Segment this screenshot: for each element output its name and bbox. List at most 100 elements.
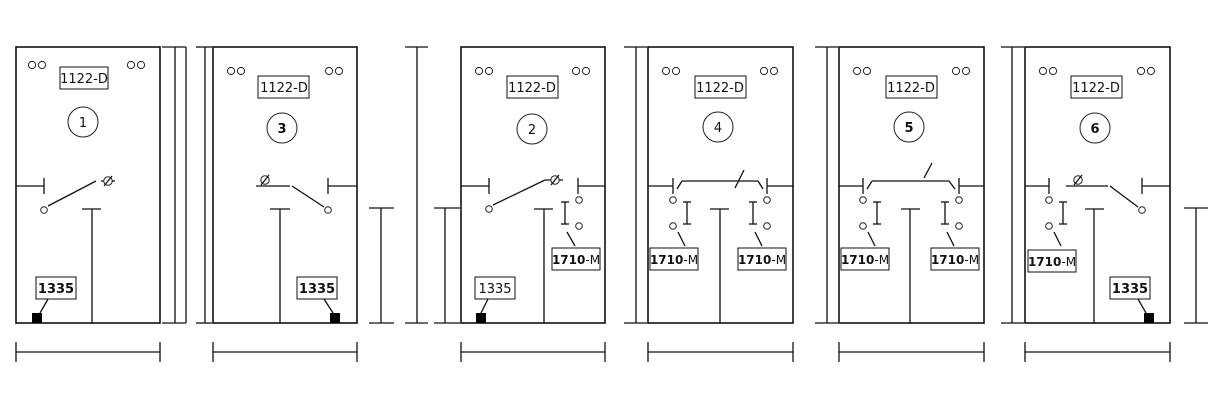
cubicle-number-circle <box>67 106 99 138</box>
busbar-switch <box>839 162 984 323</box>
terminal-label: 1335 <box>478 282 511 297</box>
relay-box <box>694 75 747 99</box>
motor-box-left <box>649 247 699 271</box>
indicator-lamps-right <box>951 66 971 76</box>
earth-terminal <box>330 313 340 323</box>
motor-label: 1710-M <box>1028 255 1076 269</box>
terminal-box <box>1109 276 1151 300</box>
leader-line <box>323 298 334 314</box>
cubicle-number-circle <box>1079 112 1111 144</box>
circuit-breaker <box>256 174 357 323</box>
indicator-lamps-left <box>1038 66 1058 76</box>
motor-box <box>1027 249 1077 273</box>
circuit-breaker <box>461 174 605 323</box>
cubicle-number: 1 <box>79 116 87 131</box>
earthing-switch-left <box>669 196 691 247</box>
motor-label-left: 1710-M <box>650 253 698 267</box>
cubicle-5: 1122-D 5 1710-M 1710-M <box>838 46 985 362</box>
relay-box <box>506 75 559 99</box>
relay-box <box>885 75 938 99</box>
cubicle-number-circle <box>516 113 548 145</box>
motor-box-right <box>737 247 787 271</box>
cubicle-number: 5 <box>904 121 913 136</box>
dimension-width <box>15 342 161 362</box>
circuit-breaker <box>16 175 115 323</box>
earthing-switch <box>1045 196 1067 247</box>
dimension-height-3 <box>196 46 212 324</box>
indicator-lamps-right <box>126 60 146 70</box>
cubicle-number: 4 <box>714 121 722 136</box>
cubicle-3: 1122-D 3 1335 <box>212 46 358 362</box>
relay-label: 1122-D <box>60 72 108 87</box>
terminal-label: 1335 <box>38 282 74 297</box>
indicator-lamps-left <box>27 60 47 70</box>
earthing-switch-right <box>941 196 963 247</box>
relay-label: 1122-D <box>696 81 744 96</box>
dimension-width <box>212 342 358 362</box>
cubicle-number: 2 <box>528 123 536 138</box>
dimension-width <box>647 342 794 362</box>
indicator-lamps-right <box>759 66 779 76</box>
relay-label: 1122-D <box>508 81 556 96</box>
leader-line <box>39 298 49 314</box>
earth-terminal <box>476 313 486 323</box>
dimension-height-5 <box>815 46 838 324</box>
motor-label-right: 1710-M <box>931 253 979 267</box>
cubicle-frame <box>15 46 161 324</box>
dimension-height-lower-b <box>434 207 460 324</box>
motor-label-left: 1710-M <box>841 253 889 267</box>
earth-terminal <box>32 313 42 323</box>
cubicle-number: 3 <box>277 122 286 137</box>
cubicle-frame <box>212 46 358 324</box>
cubicle-frame <box>838 46 985 324</box>
motor-label: 1710-M <box>552 253 600 267</box>
dimension-width <box>1024 342 1171 362</box>
earthing-switch-left <box>859 196 881 247</box>
terminal-label: 1335 <box>299 282 335 297</box>
motor-box-left <box>840 247 890 271</box>
relay-box <box>257 75 310 99</box>
terminal-box <box>35 276 77 300</box>
terminal-label: 1335 <box>1112 282 1148 297</box>
earthing-switch-right <box>749 196 771 247</box>
indicator-lamps-left <box>226 66 246 76</box>
terminal-box <box>474 276 516 300</box>
motor-box-right <box>930 247 980 271</box>
relay-label: 1122-D <box>887 81 935 96</box>
cubicle-6: 1122-D 6 1710-M 1335 <box>1024 46 1171 362</box>
dimension-height-full <box>405 46 428 324</box>
indicator-lamps-left <box>474 66 494 76</box>
relay-label: 1122-D <box>260 81 308 96</box>
dimension-height-lower-a <box>369 207 394 324</box>
dimension-width <box>460 342 606 362</box>
circuit-breaker <box>1025 174 1170 323</box>
dimension-height-4 <box>624 46 647 324</box>
cubicle-number: 6 <box>1090 122 1099 137</box>
indicator-lamps-right <box>324 66 344 76</box>
earthing-switch <box>561 196 583 247</box>
dimension-width <box>838 342 985 362</box>
cubicle-number-circle <box>702 111 734 143</box>
cubicle-2: 1122-D 2 1710-M 1335 <box>460 46 606 362</box>
relay-box <box>1070 75 1123 99</box>
cubicle-frame <box>1024 46 1171 324</box>
cubicle-1: 1122-D 1 1335 <box>15 46 161 362</box>
motor-label-right: 1710-M <box>738 253 786 267</box>
dimension-height-lower-right <box>1184 207 1208 324</box>
busbar-switch <box>648 169 793 323</box>
motor-box <box>551 247 601 271</box>
dimension-height-6 <box>1001 46 1024 324</box>
cubicle-number-circle <box>266 112 298 144</box>
cubicle-4: 1122-D 4 1710-M 1710-M <box>647 46 794 362</box>
leader-line <box>1137 298 1147 314</box>
cubicle-number-circle <box>893 111 925 143</box>
dimension-height-1 <box>162 46 187 324</box>
cubicle-frame <box>460 46 606 324</box>
terminal-box <box>296 276 338 300</box>
relay-label: 1122-D <box>1072 81 1120 96</box>
indicator-lamps-left <box>852 66 872 76</box>
relay-box <box>59 66 109 90</box>
indicator-lamps-right <box>571 66 591 76</box>
earth-terminal <box>1144 313 1154 323</box>
